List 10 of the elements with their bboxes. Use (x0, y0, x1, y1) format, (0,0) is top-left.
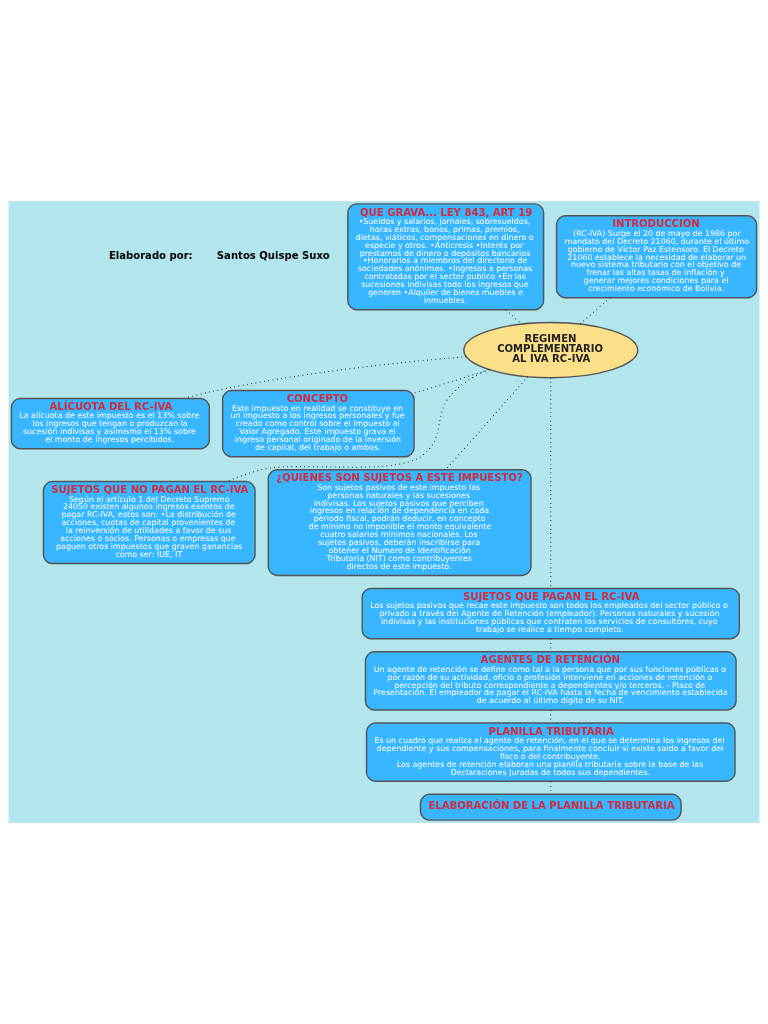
connector (413, 369, 491, 394)
connector (226, 368, 489, 482)
connector (579, 297, 611, 325)
connector (445, 376, 529, 470)
node-ellipse: REGIMEN COMPLEMENTARIO AL IVA RC-IVA (463, 321, 639, 379)
connector (183, 356, 467, 399)
label: Santos Quispe Suxo (216, 249, 330, 261)
connector (505, 309, 523, 325)
label: Elaborado por: (108, 249, 193, 261)
node-box: ELABORACIÓN DE LA PLANILLA TRIBUTARIA (419, 793, 682, 821)
